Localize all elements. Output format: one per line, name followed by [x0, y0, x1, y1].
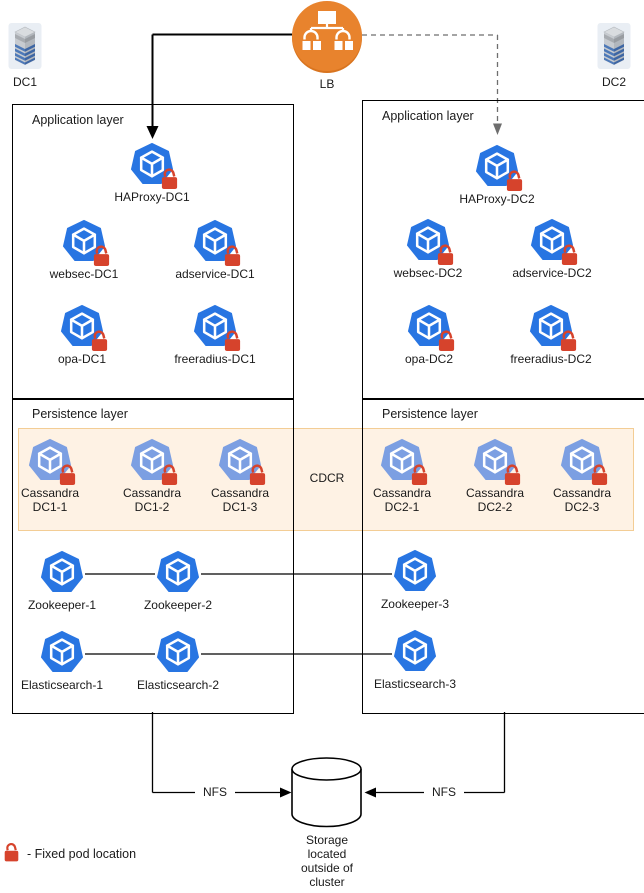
layer-title: Application layer [32, 113, 124, 127]
pod-label: Cassandra DC2-1 [372, 486, 432, 514]
kubernetes-pod-icon [155, 550, 201, 596]
lock-icon [223, 329, 242, 352]
lock-icon [223, 244, 242, 267]
pod-label: Cassandra DC1-1 [20, 486, 80, 514]
pod-cassandra-dc1-1[interactable]: Cassandra DC1-1 [21, 438, 79, 514]
load-balancer-node[interactable] [292, 1, 362, 71]
pod-label: Cassandra DC2-3 [552, 486, 612, 514]
lock-icon [3, 841, 20, 863]
pod-haproxy-dc1[interactable]: HAProxy-DC1 [114, 142, 190, 204]
kubernetes-pod-icon [155, 630, 201, 676]
lock-icon [160, 167, 179, 190]
pod-label: Elasticsearch-3 [373, 677, 457, 691]
legend-text: - Fixed pod location [27, 847, 137, 861]
layer-title: Application layer [382, 109, 474, 123]
datacenter-server-icon[interactable] [597, 22, 631, 70]
dc1-label: DC1 [12, 75, 37, 89]
pod-label: HAProxy-DC1 [114, 190, 190, 204]
pod-freeradius-dc2[interactable]: freeradius-DC2 [510, 304, 592, 366]
cdcr-label: CDCR [309, 471, 345, 485]
lock-icon [505, 169, 524, 192]
pod-adservice-dc1[interactable]: adservice-DC1 [175, 219, 255, 281]
pod-opa-dc2[interactable]: opa-DC2 [405, 304, 452, 366]
pod-label: HAProxy-DC2 [459, 192, 535, 206]
pod-label: Zookeeper-2 [143, 598, 213, 612]
kubernetes-pod-icon [39, 630, 85, 676]
nfs-left-label: NFS [195, 785, 235, 800]
pod-haproxy-dc2[interactable]: HAProxy-DC2 [459, 144, 535, 206]
kubernetes-pod-icon [392, 629, 438, 675]
pod-opa-dc1[interactable]: opa-DC1 [58, 304, 105, 366]
lock-icon [503, 463, 522, 486]
pod-label: freeradius-DC2 [510, 352, 592, 366]
lock-icon [92, 244, 111, 267]
pod-label: Cassandra DC2-2 [465, 486, 525, 514]
dc2-label: DC2 [601, 75, 626, 89]
pod-adservice-dc2[interactable]: adservice-DC2 [512, 218, 592, 280]
pod-label: freeradius-DC1 [174, 352, 256, 366]
nfs-right-label: NFS [424, 785, 464, 800]
pod-elasticsearch-2[interactable]: Elasticsearch-2 [137, 630, 219, 692]
lock-icon [436, 243, 455, 266]
pod-label: Zookeeper-1 [27, 598, 97, 612]
pod-label: Elasticsearch-2 [136, 678, 220, 692]
cdcr-replication-band[interactable] [18, 428, 634, 531]
lock-icon [160, 463, 179, 486]
pod-websec-dc2[interactable]: websec-DC2 [394, 218, 462, 280]
load-balancer-icon [292, 1, 362, 71]
pod-cassandra-dc2-1[interactable]: Cassandra DC2-1 [373, 438, 431, 514]
pod-zookeeper-2[interactable]: Zookeeper-2 [144, 550, 212, 612]
pod-label: opa-DC2 [404, 352, 454, 366]
pod-label: opa-DC1 [57, 352, 107, 366]
pod-label: adservice-DC1 [175, 267, 255, 281]
pod-freeradius-dc1[interactable]: freeradius-DC1 [174, 304, 256, 366]
lock-icon [248, 463, 267, 486]
pod-label: Cassandra DC1-3 [210, 486, 270, 514]
lb-label: LB [319, 77, 335, 91]
pod-cassandra-dc2-3[interactable]: Cassandra DC2-3 [553, 438, 611, 514]
storage-label: Storage located outside of cluster [300, 833, 354, 889]
kubernetes-pod-icon [392, 549, 438, 595]
pod-label: Elasticsearch-1 [20, 678, 104, 692]
pod-cassandra-dc1-3[interactable]: Cassandra DC1-3 [211, 438, 269, 514]
kubernetes-pod-icon [39, 550, 85, 596]
lock-icon [559, 329, 578, 352]
pod-websec-dc1[interactable]: websec-DC1 [50, 219, 118, 281]
pod-label: websec-DC2 [393, 266, 463, 280]
lock-icon [560, 243, 579, 266]
pod-zookeeper-1[interactable]: Zookeeper-1 [28, 550, 96, 612]
pod-label: websec-DC1 [49, 267, 119, 281]
lock-icon [58, 463, 77, 486]
layer-title: Persistence layer [382, 407, 478, 421]
pod-elasticsearch-3[interactable]: Elasticsearch-3 [374, 629, 456, 691]
pod-label: Zookeeper-3 [380, 597, 450, 611]
pod-label: adservice-DC2 [512, 266, 592, 280]
pod-zookeeper-3[interactable]: Zookeeper-3 [381, 549, 449, 611]
layer-title: Persistence layer [32, 407, 128, 421]
pod-label: Cassandra DC1-2 [122, 486, 182, 514]
lock-icon [590, 463, 609, 486]
pod-elasticsearch-1[interactable]: Elasticsearch-1 [21, 630, 103, 692]
storage-cylinder-icon[interactable] [290, 755, 363, 829]
pod-cassandra-dc2-2[interactable]: Cassandra DC2-2 [466, 438, 524, 514]
lock-icon [90, 329, 109, 352]
lock-icon [410, 463, 429, 486]
lock-icon [437, 329, 456, 352]
pod-cassandra-dc1-2[interactable]: Cassandra DC1-2 [123, 438, 181, 514]
datacenter-server-icon[interactable] [8, 22, 42, 70]
